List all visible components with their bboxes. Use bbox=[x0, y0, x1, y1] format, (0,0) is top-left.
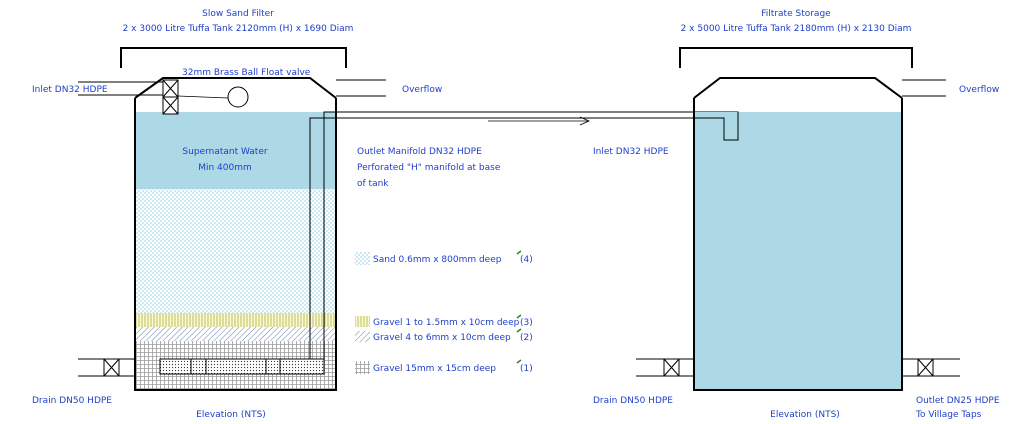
storage-water bbox=[694, 112, 902, 390]
overflow-label-right: Overflow bbox=[959, 85, 999, 95]
drain-label-right: Drain DN50 HDPE bbox=[593, 396, 673, 406]
legend-swatch-gravel-1 bbox=[355, 361, 370, 374]
storage-tank bbox=[636, 47, 960, 391]
legend-num-4: (4) bbox=[520, 255, 533, 265]
flow-arrow bbox=[488, 116, 590, 126]
gravel-layer-3 bbox=[135, 313, 336, 327]
legend-swatch-sand bbox=[355, 252, 370, 265]
storage-subtitle: 2 x 5000 Litre Tuffa Tank 2180mm (H) x 2… bbox=[681, 24, 912, 34]
storage-title: Filtrate Storage bbox=[761, 9, 831, 19]
filter-tank-shoulders bbox=[134, 77, 337, 99]
legend-swatch-gravel-3 bbox=[355, 316, 370, 327]
outlet-manifold-label-1: Outlet Manifold DN32 HDPE bbox=[357, 147, 482, 157]
inlet-label-right: Inlet DN32 HDPE bbox=[593, 147, 669, 157]
legend-swatch-gravel-2 bbox=[355, 331, 370, 342]
overflow-pipe-right bbox=[902, 79, 946, 97]
outlet-label-right-1: Outlet DN25 HDPE bbox=[916, 396, 1000, 406]
float-ball bbox=[227, 86, 249, 108]
outlet-label-right-2: To Village Taps bbox=[915, 410, 982, 420]
sand-layer bbox=[135, 189, 336, 313]
elevation-label-right: Elevation (NTS) bbox=[770, 410, 840, 420]
legend-label-gravel-2: Gravel 4 to 6mm x 10cm deep bbox=[373, 333, 511, 343]
filter-subtitle: 2 x 3000 Litre Tuffa Tank 2120mm (H) x 1… bbox=[123, 24, 354, 34]
float-arm bbox=[177, 95, 229, 99]
legend-label-gravel-3: Gravel 1 to 1.5mm x 10cm deep bbox=[373, 318, 520, 328]
legend-label-sand: Sand 0.6mm x 800mm deep bbox=[373, 255, 502, 265]
supernatant-label-2: Min 400mm bbox=[198, 163, 252, 173]
supernatant-water bbox=[135, 112, 336, 189]
gravel-layer-2 bbox=[135, 327, 336, 341]
outlet-manifold-label-2: Perforated "H" manifold at base bbox=[357, 163, 501, 173]
legend-num-1: (1) bbox=[520, 364, 533, 374]
legend-num-3: (3) bbox=[520, 318, 533, 328]
overflow-label-left: Overflow bbox=[402, 85, 442, 95]
storage-tank-shoulders bbox=[693, 77, 903, 99]
filter-tank-walls bbox=[134, 98, 337, 391]
inlet-pipe bbox=[78, 81, 163, 96]
manifold bbox=[159, 358, 325, 375]
outlet-manifold-label-3: of tank bbox=[357, 179, 389, 189]
legend bbox=[355, 250, 522, 374]
filter-tank bbox=[78, 47, 739, 391]
filter-tank-lid bbox=[120, 47, 347, 68]
storage-tank-walls bbox=[693, 98, 903, 391]
filter-title: Slow Sand Filter bbox=[202, 9, 274, 19]
supernatant-label-1: Supernatant Water bbox=[182, 147, 267, 157]
inlet-label-left: Inlet DN32 HDPE bbox=[32, 85, 108, 95]
legend-num-2: (2) bbox=[520, 333, 533, 343]
overflow-pipe-left bbox=[336, 79, 386, 97]
drain-label-left: Drain DN50 HDPE bbox=[32, 396, 112, 406]
elevation-label-left: Elevation (NTS) bbox=[196, 410, 266, 420]
storage-tank-lid bbox=[679, 47, 913, 68]
float-valve-label: 32mm Brass Ball Float valve bbox=[182, 68, 311, 78]
legend-label-gravel-1: Gravel 15mm x 15cm deep bbox=[373, 364, 496, 374]
